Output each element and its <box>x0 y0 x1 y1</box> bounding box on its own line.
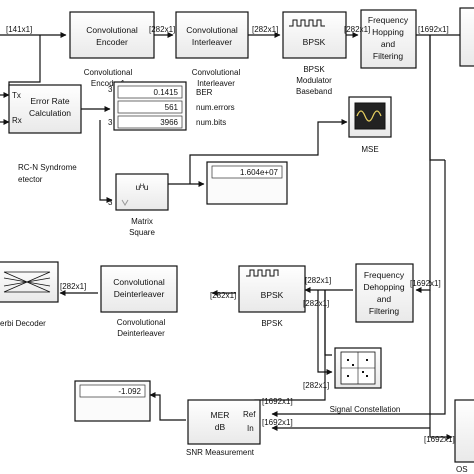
right-edge-block <box>459 7 474 67</box>
conv-deint-caption: Convolutional <box>117 318 166 327</box>
trellis-icon <box>3 271 51 293</box>
bpsk-mod-caption2: Modulator <box>296 76 332 85</box>
svg-text:Convolutional: Convolutional <box>186 25 238 35</box>
port-num-2: 3 <box>108 118 113 127</box>
svg-text:dB: dB <box>215 422 226 432</box>
svg-text:[1692x1]: [1692x1] <box>262 418 293 427</box>
bpsk-modulator-block[interactable]: BPSK <box>282 11 347 59</box>
svg-text:[1692x1]: [1692x1] <box>424 435 455 444</box>
svg-text:Filtering: Filtering <box>369 306 400 316</box>
svg-text:Ref: Ref <box>243 410 256 419</box>
port-num-1: 3 <box>108 85 113 94</box>
svg-text:Convolutional: Convolutional <box>113 277 165 287</box>
svg-text:uᴴu: uᴴu <box>135 182 148 192</box>
constellation-points-icon <box>347 359 368 377</box>
ber-value: 0.1415 <box>154 88 179 97</box>
svg-text:MER: MER <box>211 410 230 420</box>
snr-display: -1.092 <box>74 380 151 422</box>
matrix-square-block[interactable]: uᴴu <box>115 173 169 211</box>
svg-text:Calculation: Calculation <box>29 108 71 118</box>
svg-text:[1692x1]: [1692x1] <box>262 397 293 406</box>
matrix-caption: Matrix <box>131 217 153 226</box>
svg-text:[1692x1]: [1692x1] <box>410 279 441 288</box>
signal-wires <box>0 32 460 440</box>
bpsk-demod-caption: BPSK <box>261 319 283 328</box>
svg-text:[282x1]: [282x1] <box>60 282 86 291</box>
svg-text:In: In <box>247 424 254 433</box>
conv-interleaver-caption: Convolutional <box>192 68 241 77</box>
os-caption: OS <box>456 465 468 474</box>
conv-encoder-caption: Convolutional <box>84 68 133 77</box>
viterbi-caption: erbi Decoder <box>0 319 46 328</box>
arrow-down-icon <box>121 199 129 206</box>
conv-deint-caption2: Deinterleaver <box>117 329 165 338</box>
svg-text:BPSK: BPSK <box>261 290 284 300</box>
pulse-wave-icon-2 <box>246 269 279 277</box>
signal-constellation-block[interactable] <box>334 347 382 389</box>
freq-hopping-block[interactable]: Frequency Hopping and Filtering <box>360 9 417 69</box>
snr-caption: SNR Measurement <box>186 448 255 457</box>
bpsk-mod-caption: BPSK <box>303 65 325 74</box>
svg-text:[141x1]: [141x1] <box>6 25 32 34</box>
svg-text:[282x1]: [282x1] <box>303 299 329 308</box>
pulse-wave-icon <box>289 19 325 27</box>
matrix-caption2: Square <box>129 228 155 237</box>
crc-caption2: etector <box>18 175 43 184</box>
svg-text:[1692x1]: [1692x1] <box>418 25 449 34</box>
svg-text:-1.092: -1.092 <box>118 387 141 396</box>
error-rate-block[interactable]: Tx Rx Error Rate Calculation <box>8 84 82 134</box>
freq-dehopping-block[interactable]: Frequency Dehopping and Filtering <box>355 263 414 323</box>
conv-encoder-caption2: Encoder1 <box>91 79 126 88</box>
svg-text:Convolutional: Convolutional <box>86 25 138 35</box>
svg-text:[282x1]: [282x1] <box>149 25 175 34</box>
mse-scope-block[interactable] <box>348 96 392 138</box>
conv-interleaver-caption2: Interleaver <box>197 79 235 88</box>
viterbi-decoder-block[interactable] <box>0 261 59 303</box>
num-errors-value: 561 <box>165 103 179 112</box>
svg-text:[282x1]: [282x1] <box>303 381 329 390</box>
svg-text:Deinterleaver: Deinterleaver <box>114 289 165 299</box>
svg-text:BPSK: BPSK <box>303 37 326 47</box>
bpsk-mod-caption3: Baseband <box>296 87 332 96</box>
svg-text:1.604e+07: 1.604e+07 <box>240 168 279 177</box>
bpsk-demod-block[interactable]: BPSK <box>238 265 306 313</box>
svg-text:Interleaver: Interleaver <box>192 37 232 47</box>
svg-text:[282x1]: [282x1] <box>210 291 236 300</box>
svg-text:Encoder: Encoder <box>96 37 128 47</box>
svg-text:Filtering: Filtering <box>373 51 404 61</box>
svg-text:Frequency: Frequency <box>368 15 409 25</box>
conv-interleaver-block[interactable]: Convolutional Interleaver <box>175 11 249 59</box>
mer-block[interactable]: MER dB Ref In <box>187 399 261 445</box>
svg-text:Rx: Rx <box>12 116 22 125</box>
constellation-caption: Signal Constellation <box>330 405 401 414</box>
ber-display: 0.1415 561 3966 <box>113 81 187 131</box>
mse-display: 1.604e+07 <box>206 161 288 205</box>
svg-text:Dehopping: Dehopping <box>363 282 404 292</box>
svg-text:Frequency: Frequency <box>364 270 405 280</box>
num-errors-label: num.errors <box>196 103 235 112</box>
svg-text:[282x1]: [282x1] <box>252 25 278 34</box>
conv-deinterleaver-block[interactable]: Convolutional Deinterleaver <box>100 265 178 313</box>
sine-wave-icon <box>356 110 382 122</box>
signal-size-labels: [141x1] [282x1] [282x1] [282x1] [1692x1]… <box>6 25 455 444</box>
svg-text:Error Rate: Error Rate <box>30 96 69 106</box>
conv-encoder-block[interactable]: Convolutional Encoder <box>69 11 155 59</box>
num-bits-label: num.bits <box>196 118 226 127</box>
ber-label: BER <box>196 88 213 97</box>
port-num-3: 3 <box>108 198 113 207</box>
crc-caption: RC-N Syndrome <box>18 163 77 172</box>
svg-text:Hopping: Hopping <box>372 27 404 37</box>
mse-caption: MSE <box>361 145 378 154</box>
num-bits-value: 3966 <box>160 118 178 127</box>
svg-text:and: and <box>381 39 395 49</box>
svg-text:[282x1]: [282x1] <box>305 276 331 285</box>
svg-text:[282x1]: [282x1] <box>344 25 370 34</box>
svg-text:Tx: Tx <box>12 91 21 100</box>
svg-text:and: and <box>377 294 391 304</box>
os-block[interactable] <box>454 399 474 463</box>
